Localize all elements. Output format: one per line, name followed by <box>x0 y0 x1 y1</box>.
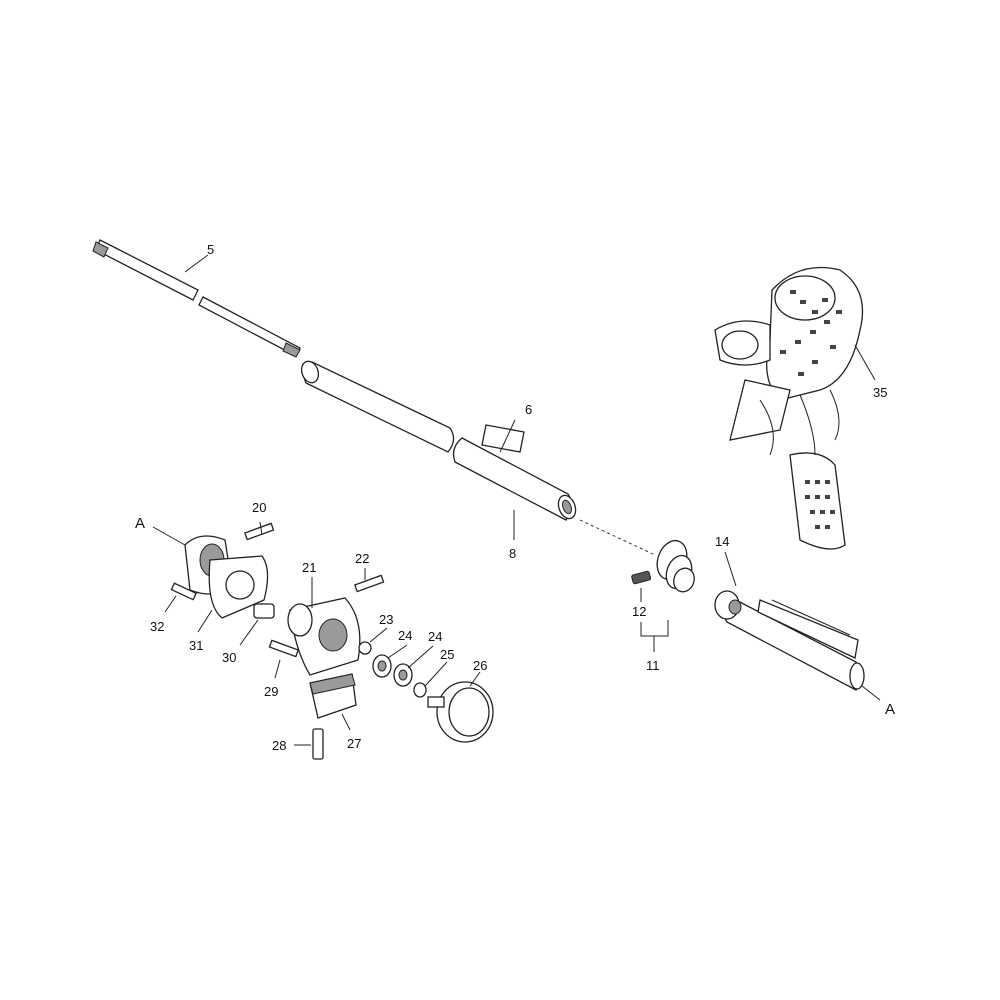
callout-25: 25 <box>440 647 454 662</box>
drive-shaft-part <box>92 239 301 358</box>
callout-27: 27 <box>347 736 361 751</box>
tube-label-part <box>481 424 525 453</box>
callout-5: 5 <box>207 242 214 257</box>
callout-32: 32 <box>150 619 164 634</box>
harness-part <box>714 266 864 550</box>
callout-20: 20 <box>252 500 266 515</box>
harness-vent-holes <box>780 290 842 529</box>
tube-clamp-part <box>631 539 695 593</box>
callout-31: 31 <box>189 638 203 653</box>
callout-28: 28 <box>272 738 286 753</box>
callout-24a: 24 <box>398 628 412 643</box>
callout-22: 22 <box>355 551 369 566</box>
callout-11: 11 <box>646 658 660 673</box>
callout-12: 12 <box>632 604 646 619</box>
callout-labels: 5 6 8 35 14 A A 20 21 22 23 24 24 25 26 … <box>135 242 895 753</box>
gear-case-assembly <box>170 522 494 760</box>
callout-14: 14 <box>715 534 729 549</box>
callout-21: 21 <box>302 560 316 575</box>
handle-grip-part <box>714 590 865 691</box>
callout-a-left: A <box>135 515 145 532</box>
callout-35: 35 <box>873 385 887 400</box>
leader-lines <box>152 254 881 746</box>
main-tube-part <box>300 360 577 521</box>
callout-a-right: A <box>885 701 895 718</box>
callout-24b: 24 <box>428 629 442 644</box>
callout-6: 6 <box>525 402 532 417</box>
callout-8: 8 <box>509 546 516 561</box>
callout-26: 26 <box>473 658 487 673</box>
callout-23: 23 <box>379 612 393 627</box>
callout-30: 30 <box>222 650 236 665</box>
callout-29: 29 <box>264 684 278 699</box>
